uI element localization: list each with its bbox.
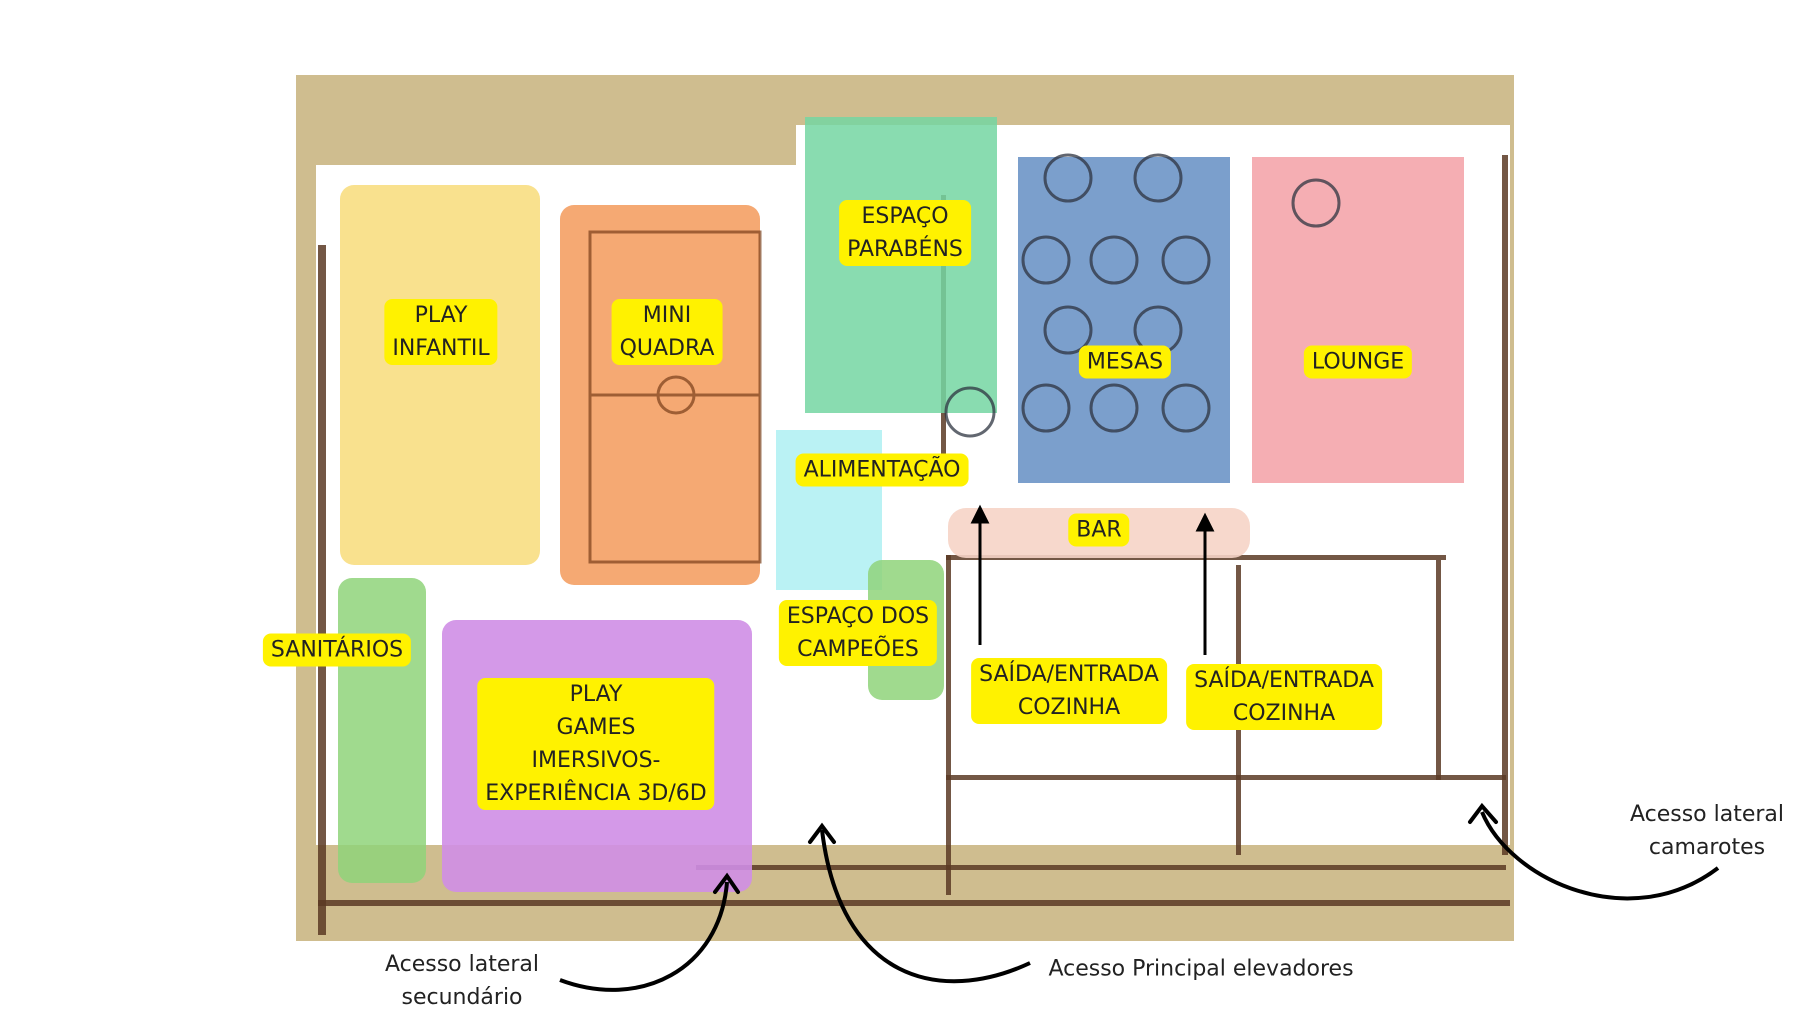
table-circle [1291,178,1341,228]
arrowhead-secundario [713,872,740,894]
label-line: COZINHA [1232,701,1336,726]
label-line: camarotes [1648,835,1766,860]
label-line: Acesso lateral [1629,802,1785,827]
label-cozinha-2: SAÍDA/ENTRADA COZINHA [1186,664,1382,730]
label-line: secundário [401,985,523,1010]
label-lounge: LOUNGE [1303,345,1413,379]
label-line: Acesso lateral [384,952,540,977]
arrowhead-camarotes [1468,802,1498,824]
label-line: SAÍDA/ENTRADA [1194,668,1374,693]
label-mesas: MESAS [1078,345,1172,379]
label-acesso-lateral-camarotes: Acesso lateral camarotes [1630,798,1784,864]
label-line: ALIMENTAÇÃO [803,457,961,483]
table-circle [1043,305,1093,355]
label-line: PLAY [569,682,623,707]
wall-partition-1 [946,555,951,895]
wall-south [318,900,1510,906]
label-line: MINI [642,303,692,328]
court-center-circle [656,375,696,415]
label-line: CAMPEÕES [797,637,919,662]
zone-play-infantil [340,185,540,565]
wall-kitchen-bottom [946,775,1506,780]
label-play-infantil: PLAY INFANTIL [384,299,498,365]
label-line: MESAS [1086,349,1164,375]
label-line: COZINHA [1017,695,1121,720]
table-circle [1161,383,1211,433]
court-lines [588,230,762,564]
arrow-lateral-secundario [559,881,729,992]
table-circle [1021,235,1071,285]
zone-sanitarios [338,578,426,883]
label-cozinha-1: SAÍDA/ENTRADA COZINHA [971,658,1167,724]
label-acesso-principal: Acesso Principal elevadores [1048,953,1353,986]
label-sanitarios: SANITÁRIOS [262,633,412,667]
label-line: INFANTIL [392,336,490,361]
wall-kitchen-right [1436,560,1441,780]
table-circle [1161,235,1211,285]
label-line: SANITÁRIOS [270,637,404,663]
label-play-games: PLAY GAMES IMERSIVOS- EXPERIÊNCIA 3D/6D [477,678,715,810]
label-mini-quadra: MINI QUADRA [611,299,723,365]
label-line: ESPAÇO DOS [786,604,930,629]
wall-mid-south [696,865,1506,870]
label-alimentacao: ALIMENTAÇÃO [795,453,969,487]
table-circle [944,386,996,438]
table-circle [1043,153,1093,203]
label-line: IMERSIVOS- [531,748,661,773]
arrow-lateral-camarotes [1480,811,1720,901]
label-line: EXPERIÊNCIA 3D/6D [485,781,707,806]
arrowhead-cozinha-2 [1195,512,1215,532]
label-line: BAR [1076,517,1122,543]
arrowhead-principal [808,822,836,844]
arrow-principal [820,829,1031,984]
label-line: ESPAÇO [861,204,949,229]
label-espaco-parabens: ESPAÇO PARABÉNS [839,200,971,266]
label-line: PARABÉNS [847,237,963,262]
wall-west [318,245,326,935]
label-line: Acesso Principal elevadores [1048,956,1354,982]
table-circle [1089,235,1139,285]
label-acesso-lateral-secundario: Acesso lateral secundário [385,948,539,1014]
table-circle [1089,383,1139,433]
label-line: QUADRA [619,336,715,361]
label-line: LOUNGE [1311,349,1405,375]
zone-lounge [1252,157,1464,483]
table-circle [1133,153,1183,203]
label-line: PLAY [414,303,468,328]
label-bar: BAR [1068,513,1130,547]
label-line: SAÍDA/ENTRADA [979,662,1159,687]
arrowhead-cozinha-1 [970,504,990,524]
table-circle [1021,383,1071,433]
label-line: GAMES [556,715,636,740]
label-espaco-campeoes: ESPAÇO DOS CAMPEÕES [778,600,938,666]
wall-east [1502,155,1508,855]
